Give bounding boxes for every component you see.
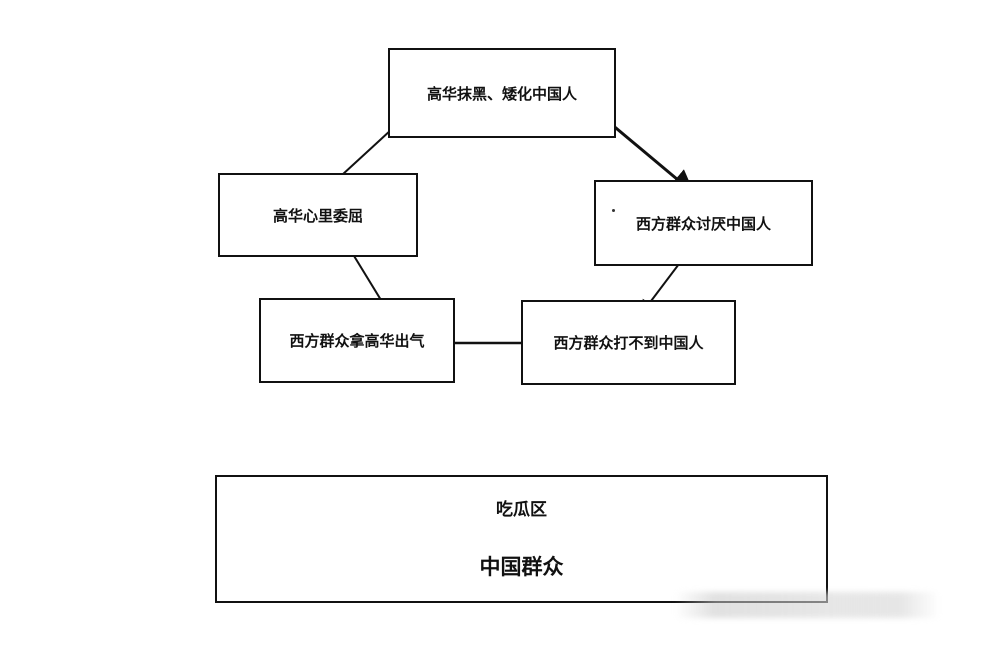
onlooker-zone: 吃瓜区 中国群众 <box>215 475 828 603</box>
node-label: 高华抹黑、矮化中国人 <box>426 84 577 103</box>
stray-dot <box>612 209 615 212</box>
node-west-vent-on-gaohua: 西方群众拿高华出气 <box>259 298 455 383</box>
node-label: 高华心里委屈 <box>272 206 363 225</box>
node-smear-chinese: 高华抹黑、矮化中国人 <box>388 48 616 138</box>
node-label: 西方群众讨厌中国人 <box>635 214 771 233</box>
zone-subtitle: 中国群众 <box>479 555 564 579</box>
node-label: 西方群众拿高华出气 <box>289 332 425 350</box>
node-west-cannot-hit: 西方群众打不到中国人 <box>521 300 736 385</box>
node-label: 西方群众打不到中国人 <box>553 334 704 352</box>
node-gaohua-aggrieved: 高华心里委屈 <box>218 173 418 257</box>
node-west-dislike: 西方群众讨厌中国人 <box>594 180 813 266</box>
blurred-watermark <box>675 592 940 618</box>
zone-title: 吃瓜区 <box>496 500 547 520</box>
